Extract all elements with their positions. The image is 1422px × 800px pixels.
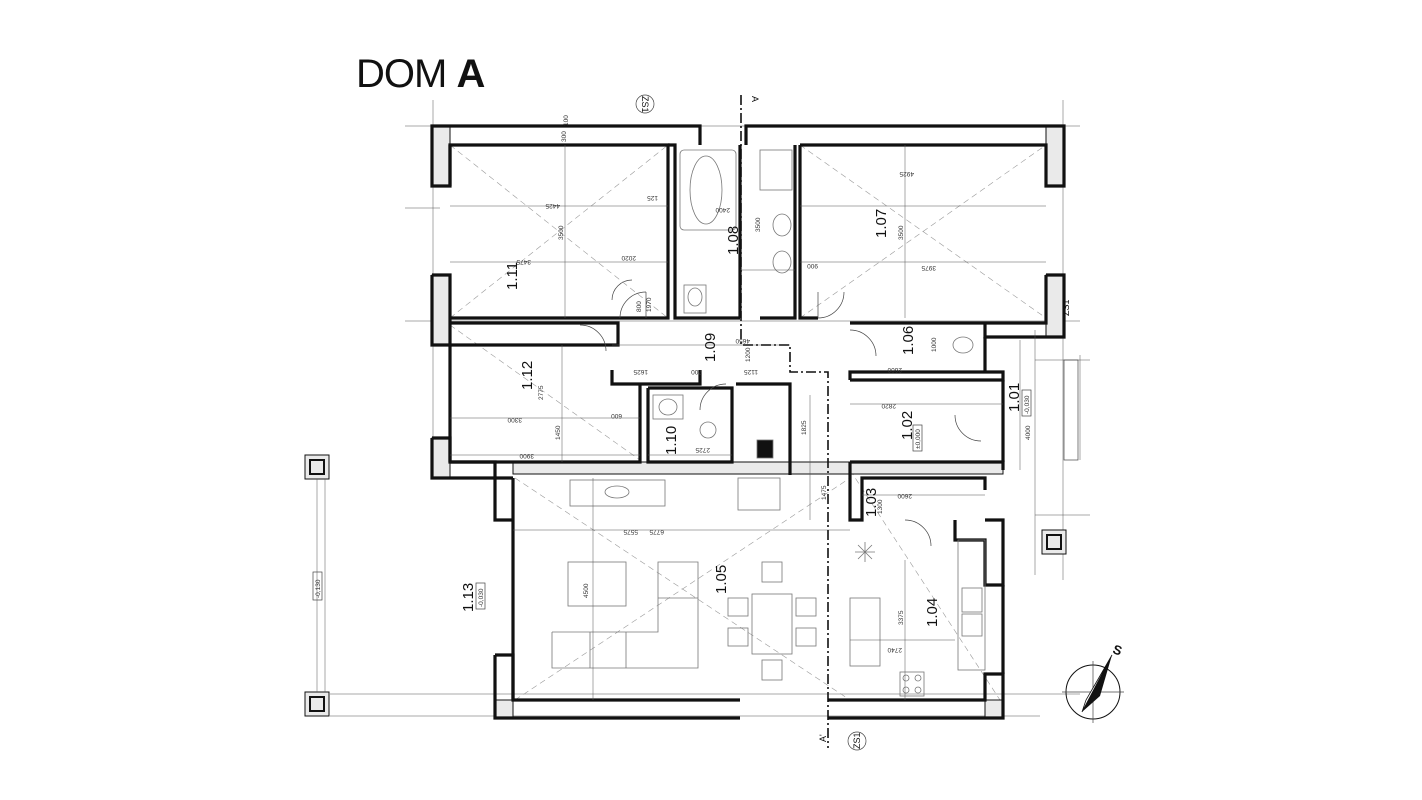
room-label-1-13: 1.13: [460, 583, 477, 612]
room-label-1-04: 1.04: [924, 598, 941, 627]
dim-4925: 4925: [899, 170, 914, 177]
wall-tag-zs1-right: ZS1: [1061, 299, 1071, 316]
dim-4000: 4000: [1025, 425, 1032, 440]
room-label-1-12: 1.12: [519, 361, 536, 390]
dim-3300: 3300: [507, 416, 522, 423]
room-label-1-01: 1.01: [1006, 383, 1023, 412]
walls: [430, 124, 1066, 720]
room-label-1-05: 1.05: [713, 565, 730, 594]
dim-2740: 2740: [887, 646, 902, 653]
wall-tags: ZS1 ZS1 ZS1: [635, 94, 1071, 751]
furniture: [551, 149, 986, 697]
dim-1450: 1450: [555, 425, 562, 440]
dim-125-a: 125: [647, 194, 658, 201]
dim-4425: 4425: [545, 202, 560, 209]
dimension-texts: 4425 3475 3500 2020 125 2400 3500 4925 3…: [507, 115, 1032, 653]
dim-2600-b: 2600: [897, 492, 912, 499]
level-terrace: -0,130: [315, 579, 322, 598]
room-label-1-03: 1.03: [863, 488, 880, 517]
exterior-insulation: [304, 125, 1067, 719]
room-label-1-09: 1.09: [702, 333, 719, 362]
dim-600: 600: [611, 412, 622, 419]
dim-2820: 2820: [881, 402, 896, 409]
room-label-1-08: 1.08: [725, 226, 742, 255]
dim-1300: 1300: [877, 499, 884, 514]
dim-6775: 6775: [649, 528, 664, 535]
dim-1200: 1200: [745, 347, 752, 362]
north-arrow: S: [1062, 641, 1124, 723]
wall-tag-zs1-top: ZS1: [640, 96, 650, 113]
level-1-13: -0,030: [478, 588, 485, 607]
room-label-1-06: 1.06: [900, 326, 917, 355]
dim-3500-a: 3500: [558, 225, 565, 240]
wall-tag-zs1-bottom: ZS1: [852, 732, 862, 749]
wall-tag-circle-top: [635, 94, 655, 114]
dim-2725: 2725: [695, 446, 710, 453]
dim-800: 800: [636, 301, 643, 312]
dimension-lines: [450, 145, 1081, 700]
dim-300-a: 300: [561, 131, 568, 142]
room-diagonals: [449, 144, 1047, 701]
level-marks: -0,030 ±0,000 -0,030 -0,130: [312, 389, 1032, 610]
dim-1125: 1125: [744, 368, 758, 375]
title-suffix: A: [456, 52, 485, 96]
dim-4500: 4500: [583, 583, 590, 598]
dim-3500-c: 3500: [898, 225, 905, 240]
dim-900: 900: [807, 262, 818, 269]
dim-700: 700: [691, 368, 702, 375]
door-swings: [579, 279, 982, 547]
dim-1625: 1625: [633, 368, 648, 375]
terrace-structure: [309, 330, 1079, 712]
dim-2600-a: 2600: [887, 366, 902, 373]
dim-2775: 2775: [538, 385, 545, 400]
section-mark-bottom: A': [818, 734, 828, 742]
room-label-1-11: 1.11: [504, 262, 521, 290]
dim-2020-a: 2020: [621, 254, 636, 261]
wall-tag-circle-bottom: [847, 731, 867, 751]
dim-1825: 1825: [801, 420, 808, 435]
room-label-1-02: 1.02: [899, 411, 916, 440]
dim-3500-b: 3500: [755, 217, 762, 232]
dim-3375: 3375: [898, 610, 905, 625]
dim-1475: 1475: [821, 485, 828, 500]
dim-1970: 1970: [646, 297, 653, 312]
dim-2400: 2400: [715, 206, 730, 213]
dim-5575: 5575: [623, 528, 638, 535]
dim-3475: 3475: [516, 258, 531, 265]
room-label-1-07: 1.07: [873, 209, 890, 238]
page-title: DOM A: [356, 50, 485, 98]
room-labels: 1.11 1.12 1.10 1.09 1.08 1.07 1.06 1.02 …: [460, 209, 1023, 627]
level-1-02: ±0,000: [915, 429, 922, 449]
construction-lines: [330, 100, 1090, 717]
dim-1000: 1000: [931, 337, 938, 352]
dim-3975: 3975: [921, 264, 936, 271]
compass-label: S: [1111, 641, 1125, 658]
room-label-1-10: 1.10: [663, 426, 680, 455]
dim-4650: 4650: [735, 337, 750, 344]
dim-100-a: 100: [563, 115, 570, 126]
dim-3900: 3900: [519, 452, 534, 459]
section-axis: A A': [740, 95, 829, 748]
level-1-01: -0,030: [1024, 395, 1031, 414]
section-mark-top: A: [750, 96, 760, 102]
title-prefix: DOM: [356, 52, 447, 96]
